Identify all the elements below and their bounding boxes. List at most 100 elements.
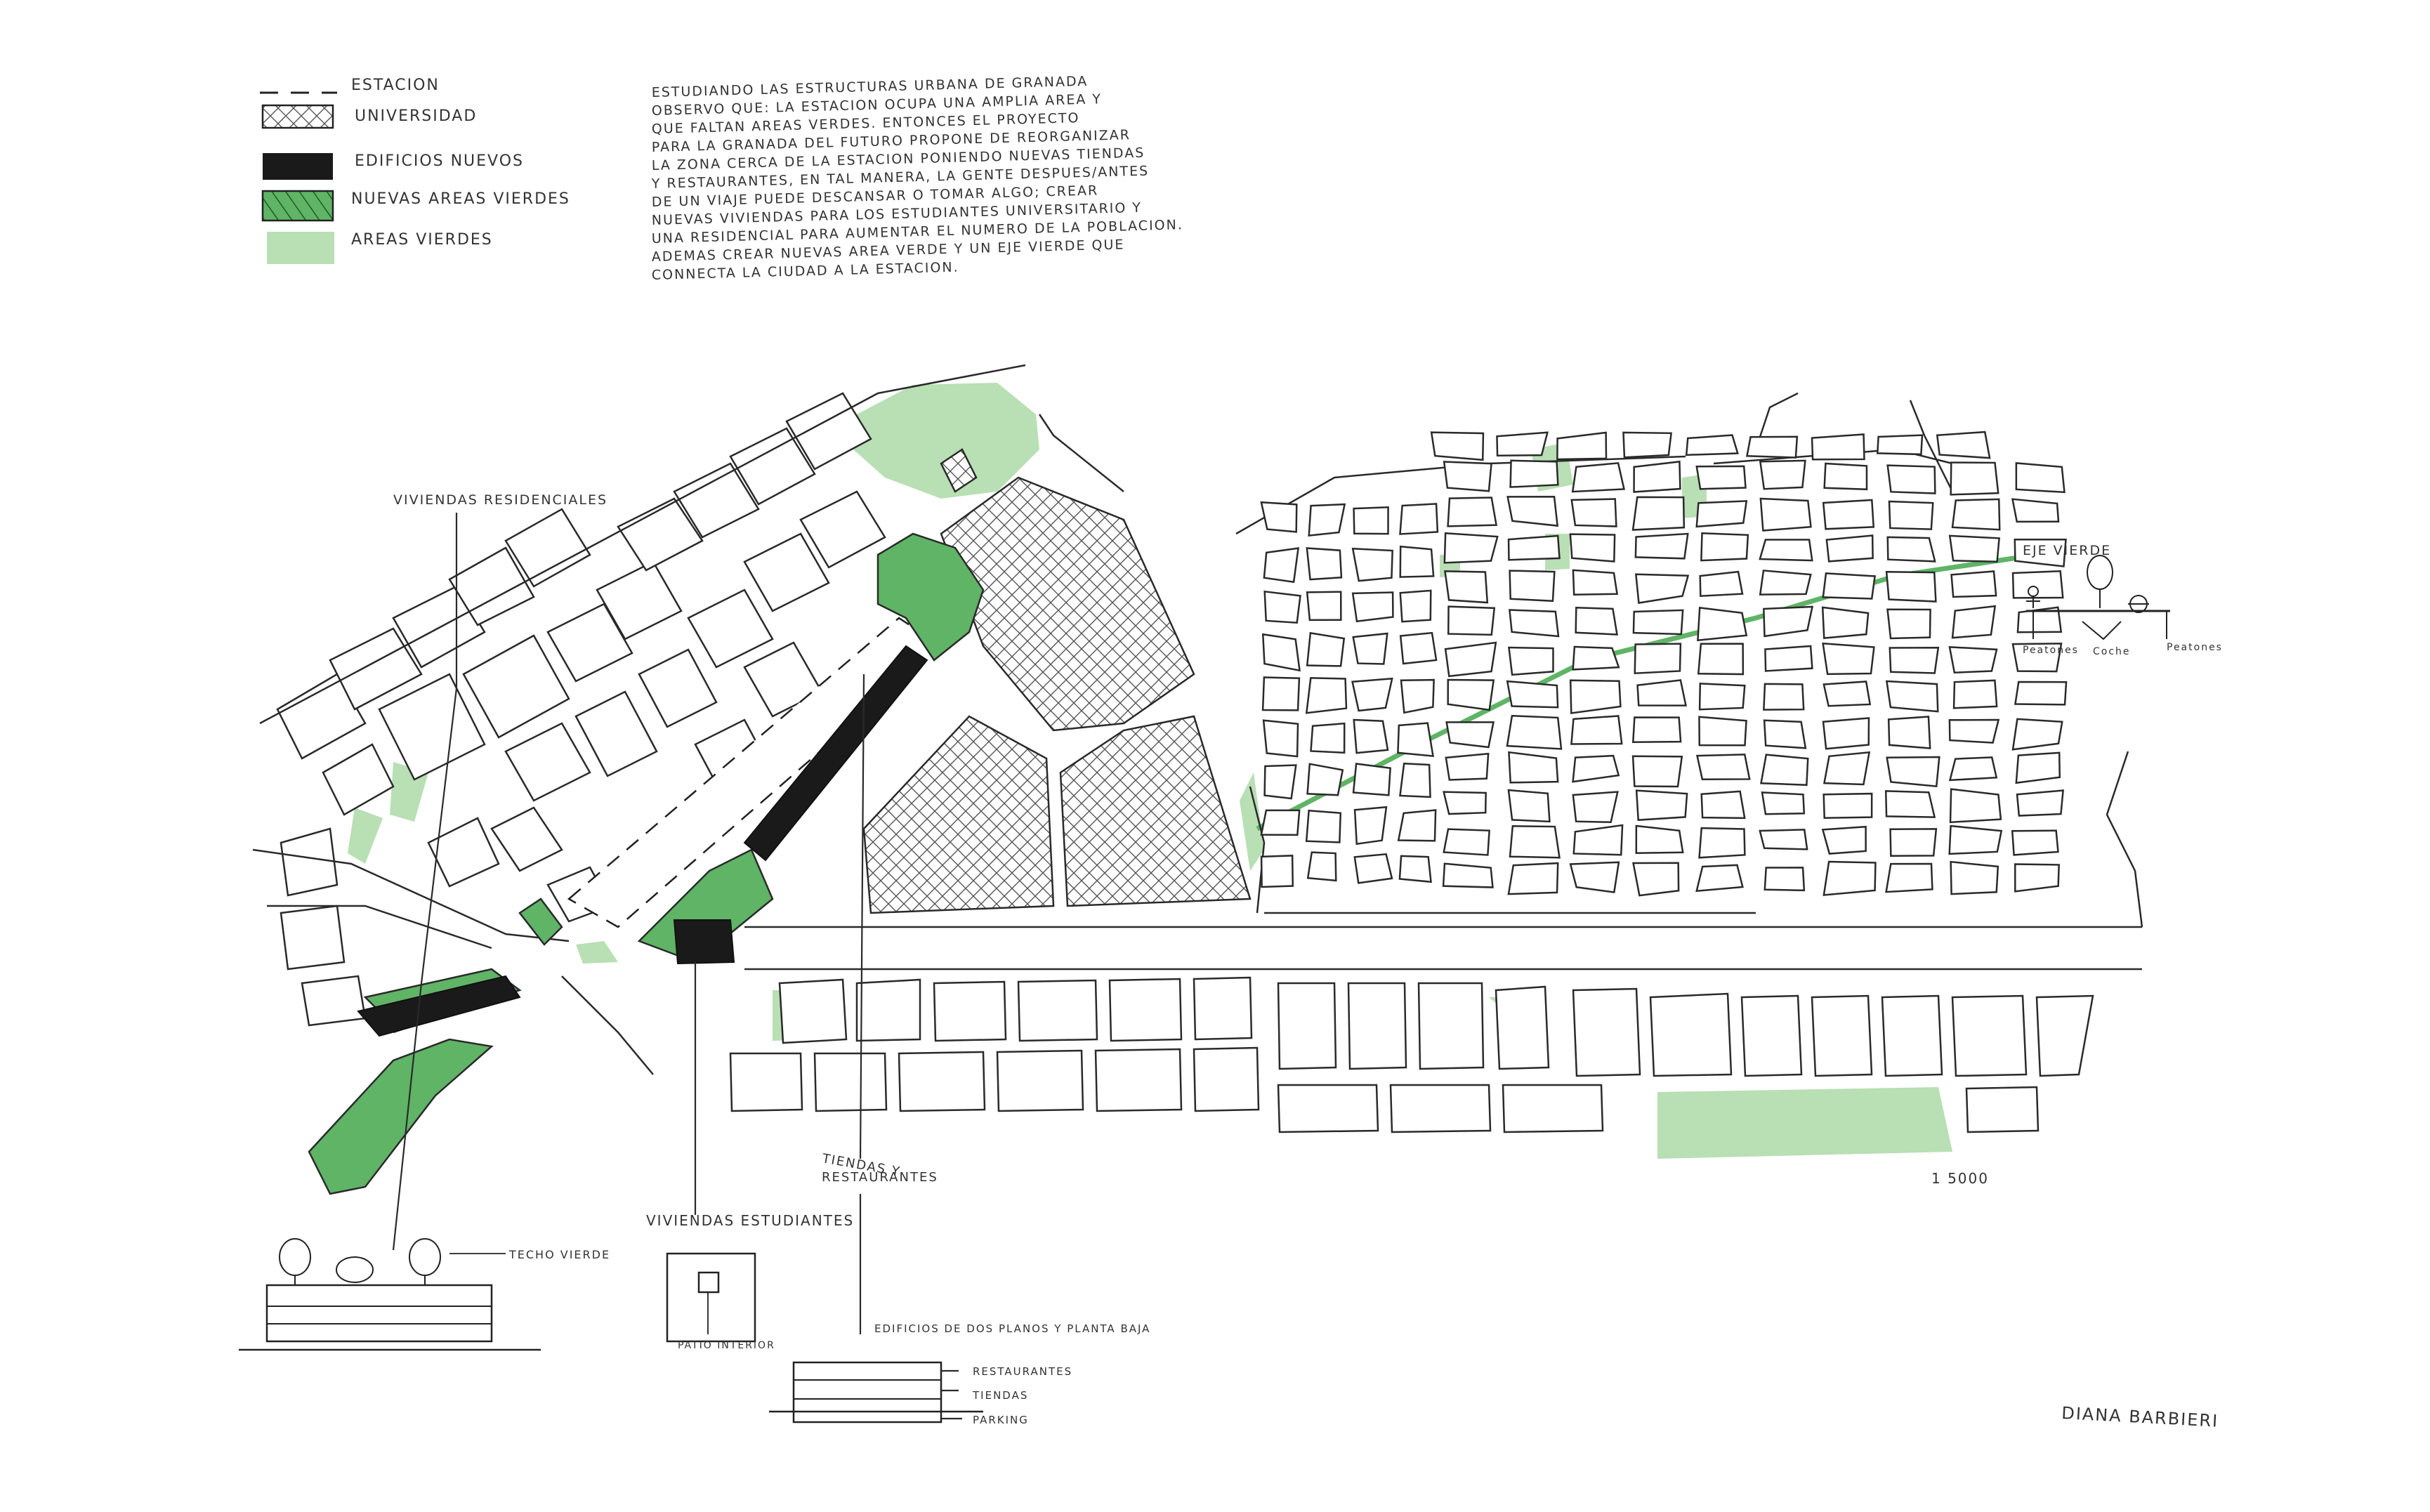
city-block: [1763, 719, 1807, 749]
city-block: [1886, 608, 1931, 640]
city-block: [1444, 641, 1497, 678]
city-block: [1822, 751, 1871, 786]
city-block: [1822, 572, 1877, 600]
city-block: [1822, 681, 1872, 707]
city-block: [1263, 764, 1297, 800]
legend-new-buildings-symbol: [263, 153, 333, 180]
city-block: [1763, 605, 1814, 638]
city-block: [1700, 790, 1746, 820]
city-block: [1569, 679, 1622, 714]
city-block: [1399, 762, 1431, 798]
city-block: [1823, 462, 1868, 491]
city-block: [1634, 643, 1682, 675]
label-patio-interior: PATIO INTERIOR: [678, 1340, 775, 1351]
city-block: [1822, 792, 1873, 820]
city-block: [1260, 809, 1301, 836]
city-block: [1397, 722, 1434, 757]
city-block: [1635, 824, 1684, 855]
city-block: [1572, 824, 1624, 856]
city-block: [1948, 824, 2003, 855]
city-block: [1886, 464, 1936, 494]
city-block: [1556, 431, 1608, 461]
city-block: [1506, 680, 1559, 709]
city-block: [1569, 533, 1616, 563]
city-block: [2015, 751, 2061, 784]
city-block: [1572, 569, 1619, 596]
city-block: [1305, 809, 1342, 843]
city-block: [1352, 632, 1388, 665]
label-viviendas-estudiantes: VIVIENDAS ESTUDIANTES: [646, 1212, 854, 1229]
city-block: [1822, 642, 1875, 676]
blocks-west: [252, 364, 1026, 1075]
city-block: [1430, 431, 1485, 461]
legend-new-green-symbol: [261, 190, 334, 222]
city-block: [1822, 499, 1875, 530]
city-block: [1443, 828, 1490, 856]
city-block: [2016, 606, 2063, 633]
city-block: [1263, 590, 1301, 624]
description: ESTUDIANDO LAS ESTRUCTURAS URBANA DE GRA…: [651, 74, 1184, 283]
city-block: [1310, 722, 1346, 754]
city-block: [1443, 532, 1499, 564]
tree-icon: [409, 1238, 441, 1276]
city-block: [1821, 606, 1870, 639]
university-areas: [862, 448, 1252, 914]
city-block: [2016, 789, 2064, 817]
legend-new-buildings-label: EDIFICIOS NUEVOS: [355, 152, 524, 170]
tree-icon: [279, 1238, 311, 1276]
city-block: [1631, 755, 1683, 788]
city-block: [1399, 589, 1432, 623]
city-block: [1506, 714, 1563, 750]
city-block: [1636, 679, 1687, 706]
section-label-right: Peatones: [2167, 642, 2223, 653]
city-block: [1399, 631, 1438, 665]
section-label-mid: Coche: [2093, 646, 2131, 657]
city-block: [1447, 678, 1495, 711]
city-block: [1700, 532, 1749, 562]
city-block: [1570, 498, 1617, 527]
city-block: [1632, 609, 1684, 636]
city-block: [1698, 716, 1747, 747]
city-block: [1400, 678, 1435, 714]
city-block: [1695, 500, 1748, 528]
city-block: [1632, 862, 1680, 897]
city-block: [1631, 716, 1682, 744]
city-block: [1261, 676, 1301, 711]
legend-university-label: UNIVERSIDAD: [355, 107, 477, 125]
city-block: [1508, 751, 1559, 784]
city-block: [1885, 571, 1937, 603]
city-block: [1352, 763, 1391, 796]
city-block: [1351, 547, 1393, 582]
city-block: [1948, 718, 2000, 744]
city-block: [2011, 570, 2064, 599]
city-block: [1695, 754, 1751, 780]
city-block: [1572, 645, 1620, 671]
city-block: [1745, 435, 1799, 459]
city-block: [1761, 791, 1806, 815]
detail-green-roof: TECHO VIERDE: [239, 1238, 609, 1351]
city-block: [1443, 461, 1492, 492]
city-block: [1697, 643, 1745, 676]
city-block: [1759, 829, 1808, 850]
city-block: [1445, 721, 1495, 749]
city-block: [1305, 677, 1348, 714]
label-eje-vierde: EJE VIERDE: [2023, 543, 2111, 558]
city-block: [1635, 789, 1688, 821]
city-block: [1570, 715, 1623, 745]
floor-label-restaurantes: RESTAURANTES: [973, 1365, 1072, 1378]
city-block: [1759, 570, 1812, 596]
city-block: [1698, 827, 1746, 859]
city-block: [1811, 433, 1865, 461]
detail-patio: PATIO INTERIOR: [666, 1252, 775, 1351]
city-block: [1353, 853, 1393, 884]
city-block: [1445, 752, 1490, 781]
city-block: [1260, 855, 1294, 888]
city-block: [1447, 497, 1498, 527]
city-block: [1353, 718, 1389, 754]
city-block: [1885, 862, 1933, 893]
city-block: [1444, 570, 1489, 604]
city-block: [1447, 605, 1496, 636]
city-block: [1763, 683, 1805, 711]
city-block: [1575, 607, 1618, 636]
